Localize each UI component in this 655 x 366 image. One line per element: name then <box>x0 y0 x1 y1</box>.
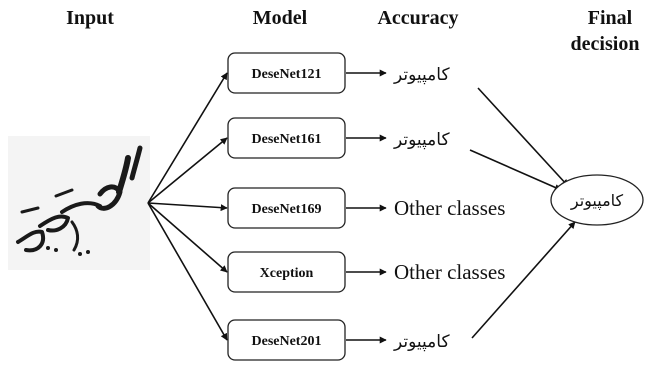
decision-edge-4 <box>471 221 576 339</box>
model-label-4: DeseNet201 <box>252 334 322 349</box>
header-accuracy: Accuracy <box>377 7 458 29</box>
input-edges <box>147 72 228 341</box>
model-box-1 <box>227 117 346 159</box>
model-label-3: Xception <box>260 266 314 281</box>
input-edge-4 <box>147 202 228 341</box>
output-label-predicted-4: کامپیوتر <box>393 332 450 352</box>
output-label-other-2: Other classes <box>394 196 505 220</box>
model-box-3 <box>227 251 346 293</box>
decision-edge-0 <box>477 87 569 187</box>
input-edge-2 <box>147 202 228 212</box>
header-final-line2: decision <box>571 33 640 55</box>
header-model: Model <box>253 7 308 29</box>
decision-edges <box>469 87 576 339</box>
model-column: DeseNet121 کامپیوتر DeseNet161 کامپیوتر Dese… <box>227 52 505 361</box>
model-box-4 <box>227 319 346 361</box>
input-edge-3 <box>147 202 228 273</box>
output-label-predicted-1: کامپیوتر <box>393 130 450 150</box>
model-label-0: DeseNet121 <box>252 67 322 82</box>
model-box-2 <box>227 187 346 229</box>
model-label-2: DeseNet169 <box>252 202 322 217</box>
output-label-other-3: Other classes <box>394 260 505 284</box>
final-decision-label: کامپیوتر <box>570 191 624 211</box>
input-edge-1 <box>147 137 228 204</box>
header-input: Input <box>66 7 114 29</box>
model-box-0 <box>227 52 346 94</box>
header-final-line1: Final <box>588 7 633 29</box>
final-decision-node <box>550 174 644 226</box>
input-handwriting-image <box>8 136 150 270</box>
model-label-1: DeseNet161 <box>252 132 322 147</box>
decision-edge-1 <box>469 149 562 191</box>
output-label-predicted-0: کامپیوتر <box>393 65 450 85</box>
input-edge-0 <box>147 72 228 204</box>
